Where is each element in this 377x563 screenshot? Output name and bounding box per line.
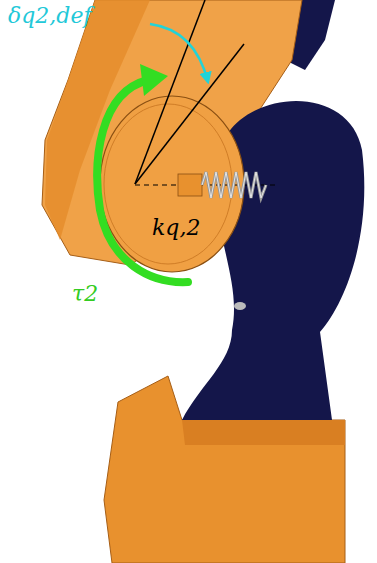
math-label: δq2,def	[8, 4, 92, 28]
base-shade	[182, 420, 345, 445]
deflected-line	[135, 44, 244, 184]
torque-arrowhead	[140, 64, 168, 96]
math-label: kq,2	[152, 216, 200, 240]
torsion-spring	[202, 172, 266, 198]
spring-highlight	[202, 172, 266, 198]
torque-arc	[97, 80, 188, 282]
spring-mount	[178, 174, 202, 196]
joint-axis	[135, 184, 278, 185]
reference-line	[135, 0, 205, 184]
small-bolt	[234, 302, 246, 310]
math-label: τ2	[72, 282, 98, 306]
